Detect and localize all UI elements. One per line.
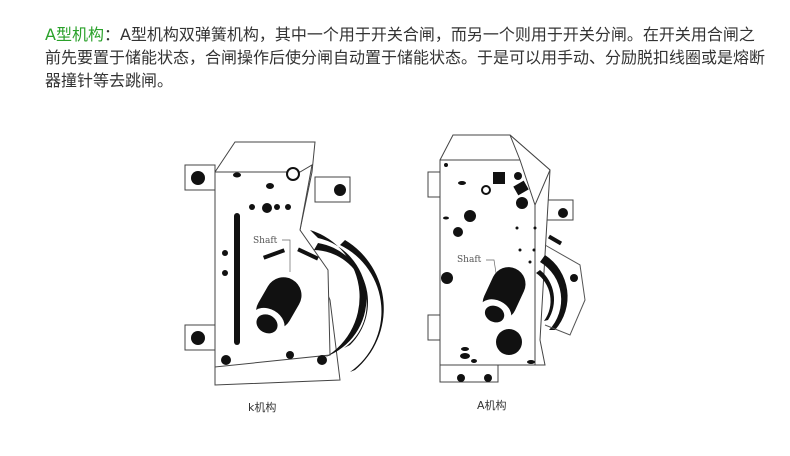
k-mechanism-caption: k机构	[248, 401, 277, 414]
left-bracket-bottom	[184, 324, 216, 351]
a-mechanism-caption: A机构	[477, 399, 507, 412]
separator: ：	[103, 25, 120, 44]
k-mechanism-diagram: Shaft	[184, 141, 384, 386]
a-shaft-label: Shaft	[457, 255, 482, 265]
highlight-term: A型机构	[45, 25, 104, 44]
a-mechanism-diagram: Shaft	[427, 134, 586, 383]
description-paragraph: A型机构：A型机构双弹簧机构，其中一个用于开关合闸，而另一个则用于开关分闸。在开…	[45, 23, 765, 92]
description-text: A型机构双弹簧机构，其中一个用于开关合闸，而另一个则用于开关分闸。在开关用合闸之…	[45, 25, 766, 90]
k-shaft-label: Shaft	[253, 236, 278, 246]
